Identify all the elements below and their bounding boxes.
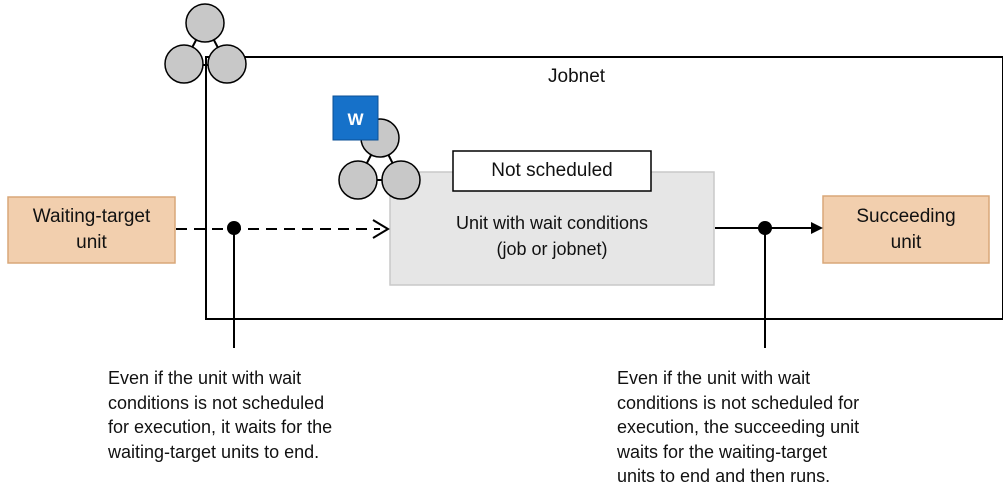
wait-badge <box>332 95 379 141</box>
not-scheduled-label: Not scheduled <box>491 160 613 181</box>
left-note: Even if the unit with wait conditions is… <box>108 368 333 462</box>
wait-badge-letter: W <box>347 110 364 129</box>
unit-with-wait-conditions-label: Unit with wait conditions (job or jobnet… <box>455 213 649 259</box>
succeeding-unit-label: Succeeding unit <box>856 205 956 253</box>
waiting-target-box <box>7 196 176 264</box>
jobnet-icon <box>164 3 247 84</box>
succeeding-unit-box <box>822 195 990 264</box>
not-scheduled-box <box>452 150 652 192</box>
waiting-target-label: Waiting-target unit <box>32 206 151 253</box>
right-note: Even if the unit with wait conditions is… <box>617 368 860 486</box>
jobnet-frame <box>205 56 1003 320</box>
jobnet-label: Jobnet <box>548 66 606 87</box>
wait-open-arrowhead <box>372 219 390 239</box>
